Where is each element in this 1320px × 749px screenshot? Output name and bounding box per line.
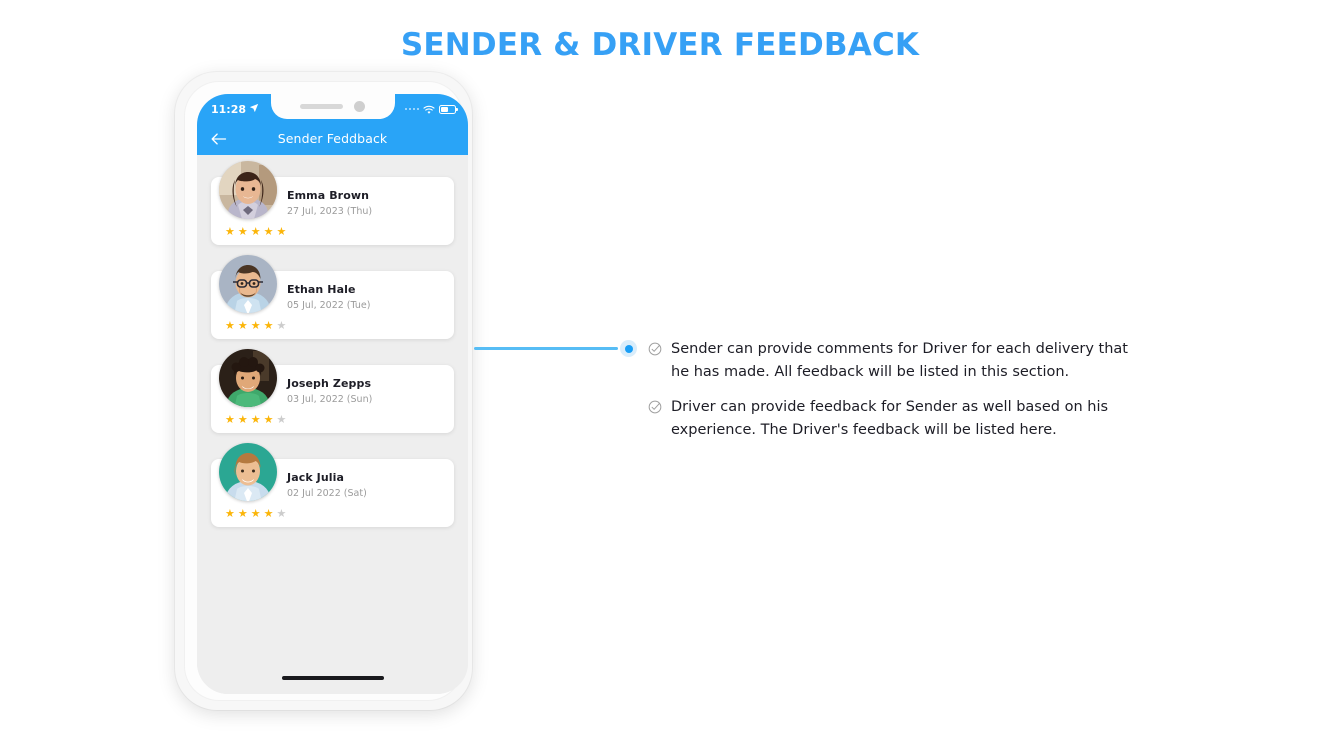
feedback-list[interactable]: Emma Brown 27 Jul, 2023 (Thu) ★ ★ ★ ★ ★ xyxy=(197,155,468,694)
star-icon: ★ xyxy=(263,225,274,238)
star-icon: ★ xyxy=(276,225,287,238)
star-icon: ★ xyxy=(250,413,261,426)
avatar xyxy=(219,349,277,407)
star-icon: ★ xyxy=(237,225,248,238)
feedback-date: 05 Jul, 2022 (Tue) xyxy=(287,300,371,311)
signal-dots-icon xyxy=(404,107,419,111)
avatar xyxy=(219,255,277,313)
list-item[interactable]: Joseph Zepps 03 Jul, 2022 (Sun) ★ ★ ★ ★ … xyxy=(211,349,454,433)
list-item[interactable]: Emma Brown 27 Jul, 2023 (Thu) ★ ★ ★ ★ ★ xyxy=(211,161,454,245)
back-arrow-icon[interactable] xyxy=(207,128,229,150)
star-icon-empty: ★ xyxy=(276,413,287,426)
star-icon: ★ xyxy=(250,225,261,238)
star-icon: ★ xyxy=(225,413,235,426)
star-icon: ★ xyxy=(263,413,274,426)
front-camera-icon xyxy=(354,101,365,112)
star-icon: ★ xyxy=(237,319,248,332)
speaker-grille-icon xyxy=(300,104,343,109)
feedback-date: 27 Jul, 2023 (Thu) xyxy=(287,206,373,217)
app-header: Sender Feddback xyxy=(197,122,468,155)
star-icon-empty: ★ xyxy=(276,319,287,332)
phone-notch xyxy=(270,94,395,119)
star-icon: ★ xyxy=(237,413,248,426)
feedback-name: Joseph Zepps xyxy=(287,377,372,390)
star-icon: ★ xyxy=(225,225,235,238)
list-item[interactable]: Jack Julia 02 Jul 2022 (Sat) ★ ★ ★ ★ ★ xyxy=(211,443,454,527)
star-icon-empty: ★ xyxy=(276,507,287,520)
list-item[interactable]: Ethan Hale 05 Jul, 2022 (Tue) ★ ★ ★ ★ ★ xyxy=(211,255,454,339)
avatar xyxy=(219,161,277,219)
feedback-name: Jack Julia xyxy=(287,471,345,484)
annotation-text: Sender can provide comments for Driver f… xyxy=(671,341,1128,380)
feedback-meta: Emma Brown 27 Jul, 2023 (Thu) xyxy=(287,189,372,219)
star-icon: ★ xyxy=(263,319,274,332)
battery-icon xyxy=(439,104,458,114)
page-title: SENDER & DRIVER FEEDBACK xyxy=(400,27,920,63)
annotation-item: Driver can provide feedback for Sender a… xyxy=(648,396,1128,442)
star-icon: ★ xyxy=(250,319,261,332)
star-icon: ★ xyxy=(225,507,235,520)
feedback-meta: Jack Julia 02 Jul 2022 (Sat) xyxy=(287,471,367,501)
feedback-meta: Joseph Zepps 03 Jul, 2022 (Sun) xyxy=(287,377,372,407)
check-circle-icon xyxy=(648,399,662,418)
check-circle-icon xyxy=(648,341,662,360)
location-arrow-icon xyxy=(249,103,259,116)
rating-stars: ★ ★ ★ ★ ★ xyxy=(225,414,286,425)
star-icon: ★ xyxy=(263,507,274,520)
rating-stars: ★ ★ ★ ★ ★ xyxy=(225,226,286,237)
phone-screen: 11:28 xyxy=(197,94,468,694)
avatar xyxy=(219,443,277,501)
annotation-list: Sender can provide comments for Driver f… xyxy=(648,338,1128,454)
star-icon: ★ xyxy=(225,319,235,332)
star-icon: ★ xyxy=(250,507,261,520)
feedback-name: Ethan Hale xyxy=(287,283,356,296)
status-time: 11:28 xyxy=(211,103,259,116)
status-time-label: 11:28 xyxy=(211,102,247,116)
feedback-meta: Ethan Hale 05 Jul, 2022 (Tue) xyxy=(287,283,370,313)
feedback-date: 03 Jul, 2022 (Sun) xyxy=(287,394,373,405)
phone-mockup: 11:28 xyxy=(175,72,472,710)
feedback-date: 02 Jul 2022 (Sat) xyxy=(287,488,367,499)
wifi-icon xyxy=(423,100,435,119)
rating-stars: ★ ★ ★ ★ ★ xyxy=(225,320,286,331)
rating-stars: ★ ★ ★ ★ ★ xyxy=(225,508,286,519)
annotation-text: Driver can provide feedback for Sender a… xyxy=(671,399,1109,438)
home-indicator[interactable] xyxy=(281,676,384,680)
feedback-name: Emma Brown xyxy=(287,189,370,202)
header-title: Sender Feddback xyxy=(277,131,388,146)
status-indicators xyxy=(404,100,458,119)
annotation-item: Sender can provide comments for Driver f… xyxy=(648,338,1128,384)
star-icon: ★ xyxy=(237,507,248,520)
connector-line xyxy=(474,347,618,350)
phone-bezel: 11:28 xyxy=(184,81,468,701)
connector-marker xyxy=(620,340,637,357)
